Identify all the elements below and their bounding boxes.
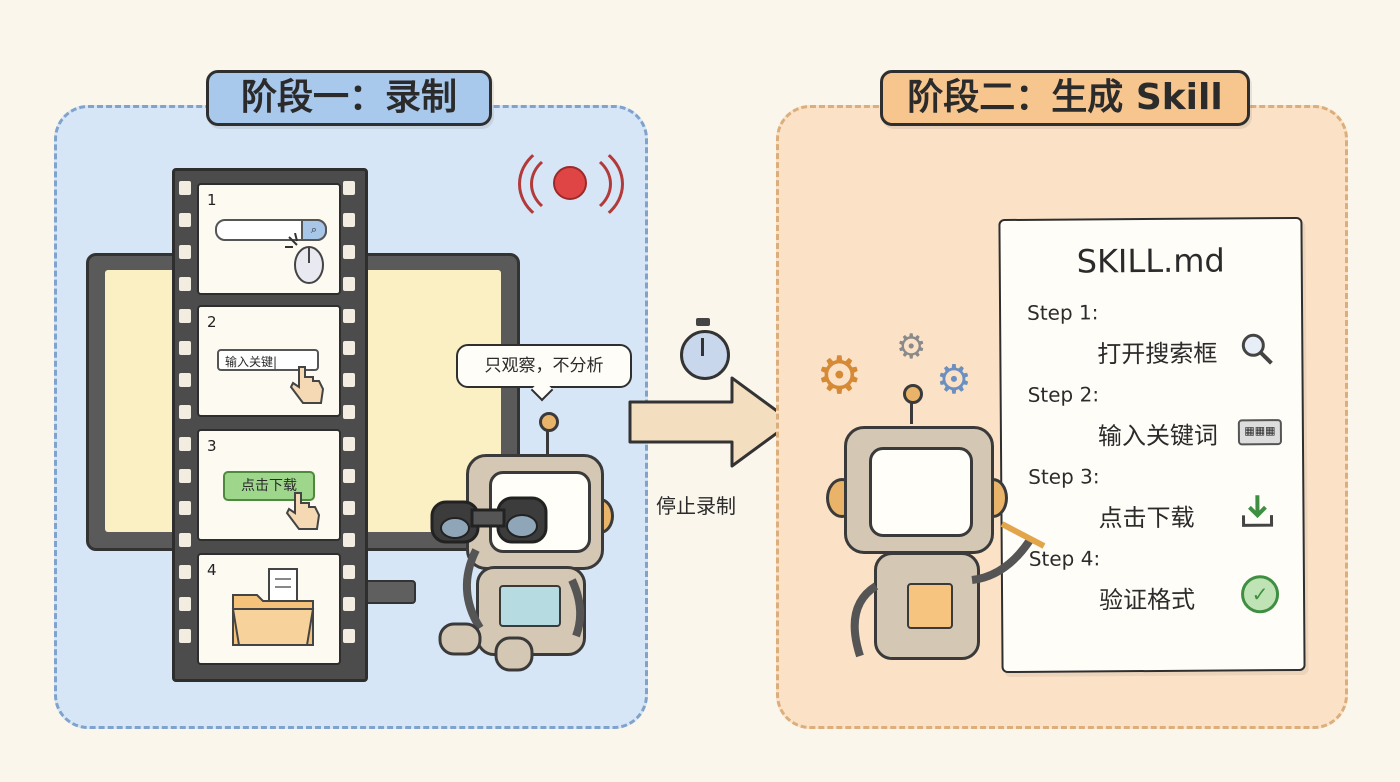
frame-number: 2 xyxy=(207,313,217,331)
step-2-label: Step 2: xyxy=(1027,382,1100,407)
writer-robot-arms xyxy=(850,521,1046,658)
document-title: SKILL.md xyxy=(1076,241,1225,281)
speech-bubble: 只观察，不分析 xyxy=(456,344,632,388)
keyboard-icon: ▦▦▦ xyxy=(1237,419,1283,446)
skill-document: SKILL.md Step 1: 打开搜索框 Step 2: 输入关键词 ▦▦▦… xyxy=(998,216,1306,674)
film-frame-1: 1 ⌕ xyxy=(197,183,341,295)
transition-arrow-icon xyxy=(628,376,794,468)
mini-search-bar: ⌕ xyxy=(215,219,327,241)
download-icon xyxy=(1240,493,1274,527)
pointing-hand-icon xyxy=(285,492,321,530)
step-2-text: 输入关键词 xyxy=(1097,421,1219,451)
writer-robot-head xyxy=(844,426,994,554)
robot-antenna-ball xyxy=(903,384,923,404)
step-1-label: Step 1: xyxy=(1026,300,1099,325)
gear-icon: ⚙ xyxy=(816,346,863,406)
stage-2-title: 阶段二：生成 Skill xyxy=(880,70,1250,126)
film-frame-4: 4 xyxy=(197,553,341,665)
step-1-text: 打开搜索框 xyxy=(1097,339,1218,369)
gear-icon-small: ⚙ xyxy=(896,327,927,367)
observer-robot-body xyxy=(476,566,586,656)
gear-icon-blue: ⚙ xyxy=(936,357,972,403)
magnifier-icon xyxy=(1239,331,1273,365)
film-frame-3: 3 点击下载 xyxy=(197,429,341,541)
transition-label: 停止录制 xyxy=(656,494,736,518)
film-strip: 1 ⌕ 2 输入关键| 3 点击下载 4 xyxy=(172,168,368,682)
mouse-click-icon xyxy=(285,233,324,284)
stopwatch-hand xyxy=(701,338,704,356)
stopwatch-icon xyxy=(680,330,730,380)
stage-1-title: 阶段一：录制 xyxy=(206,70,492,126)
step-3-label: Step 3: xyxy=(1028,464,1100,489)
pointing-hand-icon xyxy=(289,366,325,404)
record-dot-icon xyxy=(553,166,587,200)
frame-number: 3 xyxy=(207,437,217,455)
frame-number: 1 xyxy=(207,191,217,209)
robot-antenna-ball xyxy=(539,412,559,432)
observer-robot-limbs xyxy=(438,548,585,672)
frame-number: 4 xyxy=(207,561,217,579)
robot-antenna xyxy=(546,424,549,458)
stopwatch-button xyxy=(696,318,710,326)
binoculars-icon xyxy=(430,496,548,544)
check-icon: ✓ xyxy=(1240,575,1280,614)
mini-text-input: 输入关键| xyxy=(217,349,319,371)
folder-document-icon xyxy=(231,568,315,646)
search-icon: ⌕ xyxy=(301,219,327,241)
step-4-text: 验证格式 xyxy=(1098,585,1196,615)
recording-waves-outer-icon xyxy=(518,140,624,228)
step-3-text: 点击下载 xyxy=(1098,503,1195,533)
film-frame-2: 2 输入关键| xyxy=(197,305,341,417)
robot-antenna xyxy=(910,394,913,424)
writer-robot-body xyxy=(874,552,980,660)
